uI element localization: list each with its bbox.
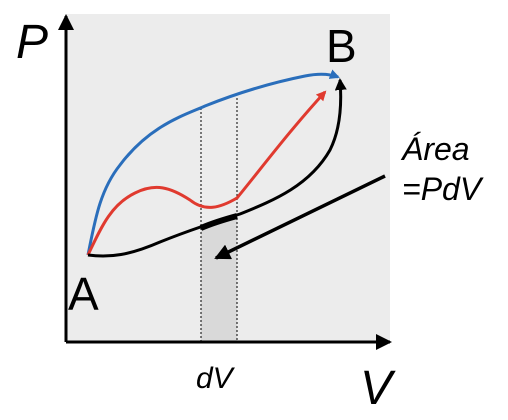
y-axis-label: P bbox=[16, 16, 48, 69]
point-a-label: A bbox=[68, 268, 99, 320]
black-path bbox=[87, 78, 347, 258]
blue-path bbox=[86, 69, 340, 256]
dv-strip bbox=[201, 216, 237, 342]
annotation-line-2: =PdV bbox=[402, 171, 484, 207]
area-pointer-arrow bbox=[214, 174, 386, 260]
red-path bbox=[86, 90, 327, 256]
x-axis-label: V bbox=[360, 362, 396, 415]
black-path-dv-segment bbox=[199, 213, 238, 231]
dv-label: dV bbox=[196, 362, 236, 395]
point-b-label: B bbox=[326, 20, 357, 72]
annotation-line-1: Área bbox=[400, 131, 470, 167]
